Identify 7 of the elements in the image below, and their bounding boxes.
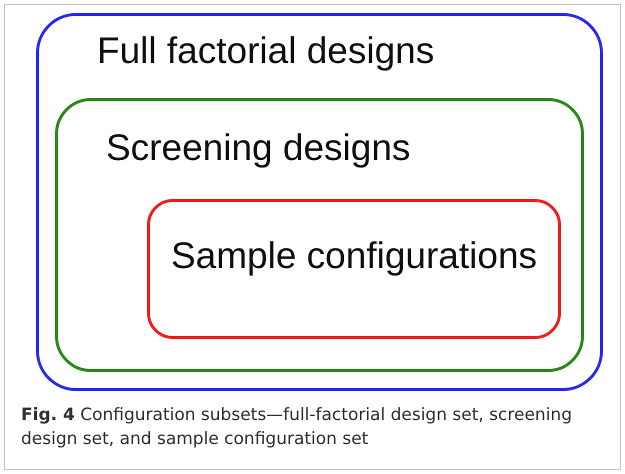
set-label: Full factorial designs: [97, 30, 434, 72]
figure-caption: Fig. 4 Configuration subsets—full-factorial design set, screening design set, and sample configuration set: [21, 404, 573, 451]
set-boundary: [36, 13, 603, 391]
set-boundary: [55, 98, 584, 372]
set-label: Screening designs: [106, 127, 410, 169]
set-label: Sample configurations: [170, 235, 538, 277]
set-boundary: [147, 199, 561, 339]
